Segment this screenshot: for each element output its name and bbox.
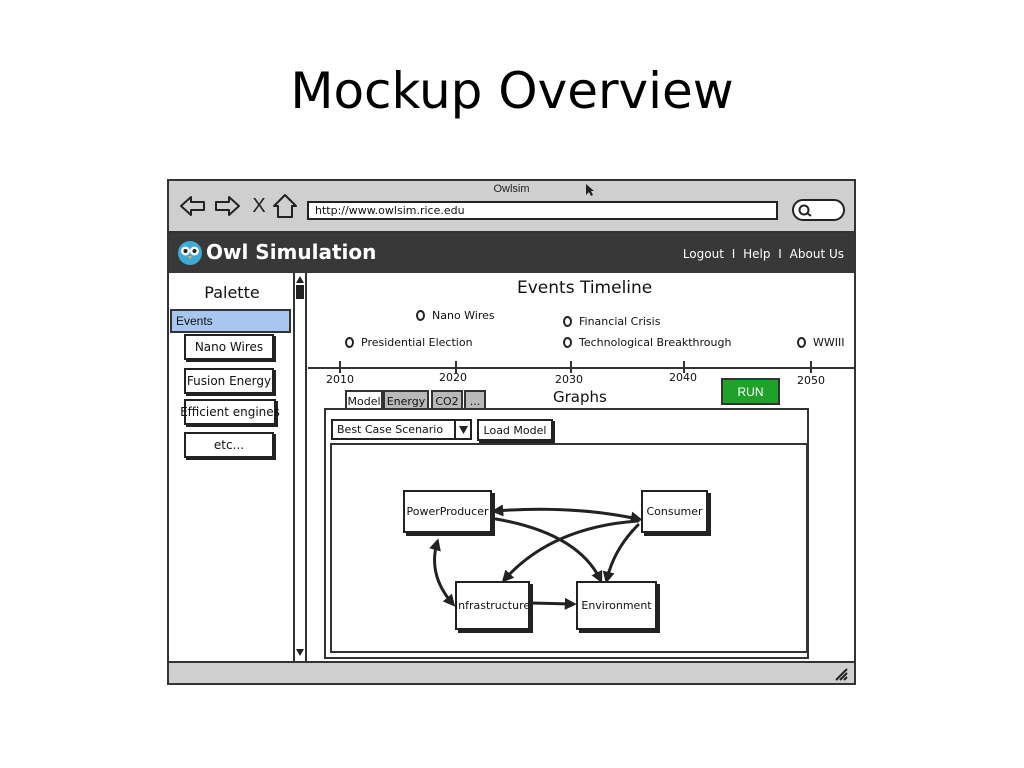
event-label: Financial Crisis: [579, 315, 661, 328]
forward-button[interactable]: [213, 193, 241, 219]
forward-arrow-icon: [215, 196, 240, 216]
palette-item-fusion-energy[interactable]: Fusion Energy: [184, 368, 274, 394]
palette-title: Palette: [204, 283, 260, 302]
edge-powerproducer-environment: [494, 517, 603, 584]
header-links: Logout I Help I About Us: [683, 247, 844, 261]
about-us-link[interactable]: About Us: [789, 247, 844, 261]
node-infrastructure[interactable]: Infrastructure: [455, 581, 530, 630]
scroll-thumb[interactable]: [296, 285, 304, 299]
timeline-event-technological-breakthrough[interactable]: Technological Breakthrough: [563, 336, 731, 349]
radio-icon: [416, 310, 425, 321]
radio-icon: [345, 337, 354, 348]
tab-energy[interactable]: Energy: [383, 390, 429, 410]
home-icon: [273, 194, 297, 218]
scroll-down-icon[interactable]: [296, 649, 304, 657]
timeline-event-nano-wires[interactable]: Nano Wires: [416, 309, 495, 322]
timeline-event-presidential-election[interactable]: Presidential Election: [345, 336, 473, 349]
palette-item-etc[interactable]: etc...: [184, 432, 274, 458]
graphs-label: Graphs: [553, 388, 607, 406]
app-header: Owl Simulation Logout I Help I About Us: [169, 233, 854, 273]
browser-window-mockup: Owlsim X: [167, 179, 856, 685]
timeline-year-label: 2050: [797, 374, 825, 387]
palette-scrollbar[interactable]: [295, 273, 307, 661]
tab-model[interactable]: Model: [345, 390, 383, 410]
scroll-up-icon[interactable]: [296, 275, 304, 283]
timeline-year-label: 2010: [326, 373, 354, 386]
event-label: Presidential Election: [361, 336, 473, 349]
back-button[interactable]: [179, 193, 207, 219]
dropdown-arrow-icon[interactable]: [454, 421, 470, 438]
palette-item-efficient-engines[interactable]: Efficient engines: [180, 399, 280, 425]
app-name: Owl Simulation: [206, 240, 377, 264]
home-button[interactable]: [272, 193, 298, 219]
palette-category-events[interactable]: Events: [170, 309, 291, 333]
node-powerproducer[interactable]: PowerProducer: [403, 490, 492, 533]
node-consumer[interactable]: Consumer: [641, 490, 708, 533]
edge-powerproducer-consumer: [491, 504, 643, 524]
tab-co2[interactable]: CO2: [431, 390, 463, 410]
timeline-event-wwiii[interactable]: WWIII: [797, 336, 845, 349]
help-link[interactable]: Help: [743, 247, 771, 261]
timeline-title: Events Timeline: [517, 278, 653, 298]
model-diagram-canvas: PowerProducer Consumer Infrastructure En…: [330, 443, 808, 653]
radio-icon: [563, 316, 572, 327]
radio-icon: [563, 337, 572, 348]
url-input[interactable]: [307, 201, 778, 220]
link-separator: I: [778, 247, 782, 261]
resize-grip-icon[interactable]: [834, 667, 848, 681]
event-label: Technological Breakthrough: [579, 336, 732, 349]
timeline-tick: [810, 361, 812, 373]
edge-consumer-infrastructure: [501, 519, 640, 583]
search-icon: [798, 204, 812, 217]
window-title: Owlsim: [493, 183, 530, 195]
timeline-year-label: 2020: [439, 371, 467, 384]
run-button[interactable]: RUN: [721, 378, 780, 405]
browser-chrome: Owlsim X: [169, 181, 854, 233]
node-environment[interactable]: Environment: [576, 581, 657, 630]
palette-panel: Palette Events Nano Wires Fusion Energy …: [169, 273, 295, 661]
mouse-cursor-icon: [586, 184, 594, 196]
event-label: Nano Wires: [432, 309, 495, 322]
timeline-tick: [455, 361, 457, 373]
timeline-year-label: 2040: [669, 371, 697, 384]
slide-title: Mockup Overview: [290, 62, 734, 120]
tab-more[interactable]: ...: [464, 390, 486, 410]
edge-infrastructure-environment: [529, 597, 577, 610]
status-bar: [169, 661, 854, 683]
load-model-button[interactable]: Load Model: [477, 419, 553, 441]
timeline-tick: [570, 361, 572, 373]
scenario-dropdown[interactable]: Best Case Scenario: [331, 419, 472, 440]
diagram-edges: [429, 504, 643, 610]
back-arrow-icon: [180, 196, 205, 216]
logout-link[interactable]: Logout: [682, 247, 724, 261]
owl-logo-icon: [178, 241, 202, 265]
palette-item-nano-wires[interactable]: Nano Wires: [184, 334, 274, 360]
timeline-year-label: 2030: [555, 373, 583, 386]
link-separator: I: [731, 247, 736, 261]
search-field[interactable]: [792, 199, 845, 221]
timeline-tick: [683, 361, 685, 373]
edge-powerproducer-infrastructure: [429, 538, 456, 607]
edge-consumer-environment: [602, 523, 640, 584]
stop-button[interactable]: X: [252, 194, 266, 217]
radio-icon: [797, 337, 806, 348]
timeline-event-financial-crisis[interactable]: Financial Crisis: [563, 315, 660, 328]
timeline-axis: [308, 367, 854, 369]
event-label: WWIII: [813, 336, 845, 349]
scenario-value: Best Case Scenario: [337, 423, 444, 436]
timeline-tick: [339, 361, 341, 373]
